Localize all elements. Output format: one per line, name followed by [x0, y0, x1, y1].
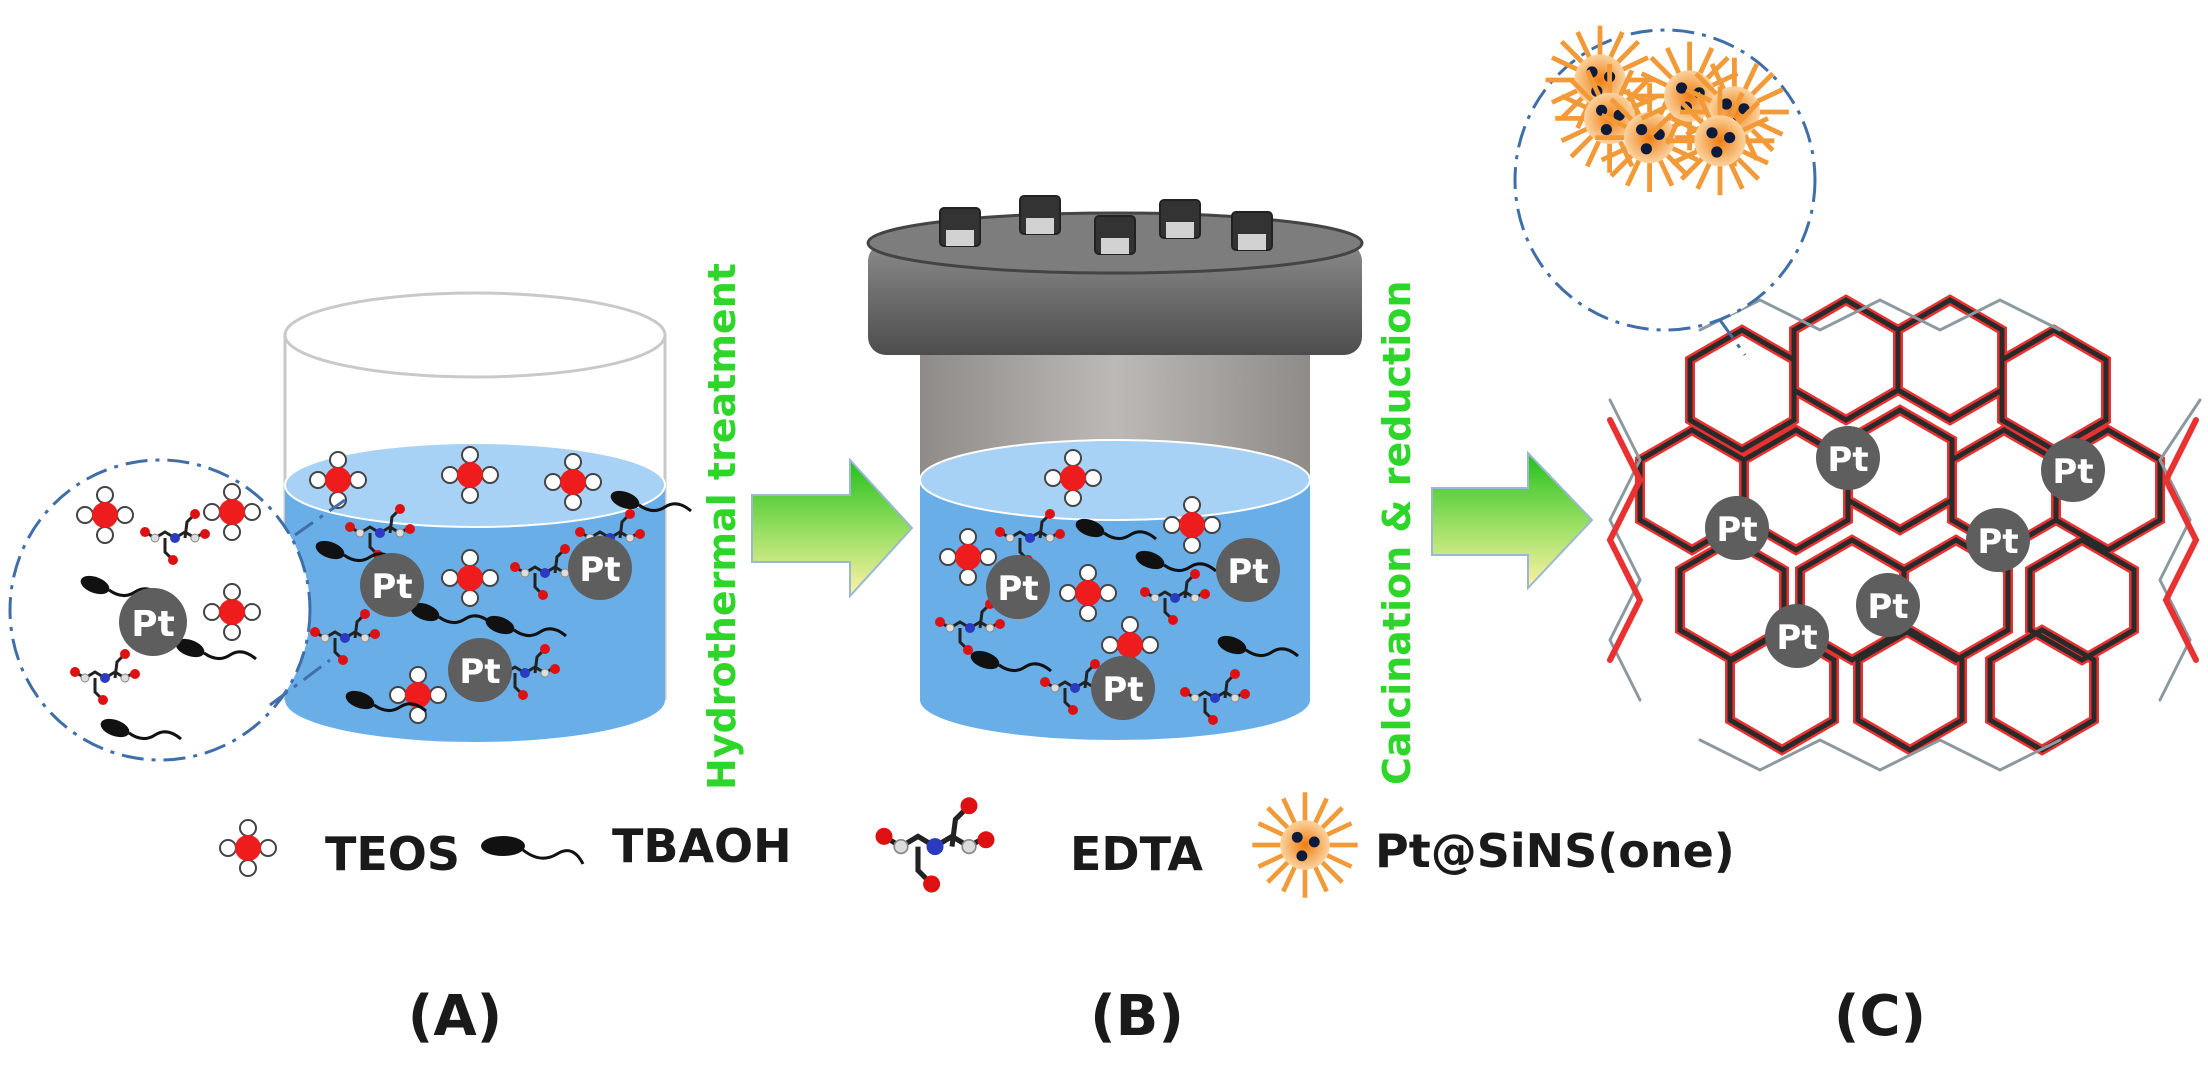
- legend-teos-label: TEOS: [325, 827, 460, 881]
- svg-text:Pt: Pt: [1227, 552, 1268, 592]
- pt-particle: Pt: [1705, 496, 1769, 560]
- zoom-circle-c: [1513, 26, 1817, 356]
- pt-particle: Pt: [360, 553, 424, 617]
- pt-particle: Pt: [1216, 538, 1280, 602]
- beaker-a: [283, 291, 693, 742]
- legend-tbaoh-label: TBAOH: [612, 819, 792, 873]
- svg-text:Pt: Pt: [371, 567, 412, 607]
- legend-edta-icon: [876, 797, 995, 892]
- pt-particle: Pt: [1091, 656, 1155, 720]
- pt-particle: Pt: [986, 555, 1050, 619]
- svg-text:Pt: Pt: [1102, 670, 1143, 710]
- svg-text:Pt: Pt: [1867, 587, 1908, 627]
- pt-particle: Pt: [1856, 573, 1920, 637]
- arrow-right-icon: [1431, 450, 1594, 591]
- zeolite-framework: [1606, 294, 2202, 772]
- pt-particle: Pt: [1966, 508, 2030, 572]
- pt-particle: Pt: [448, 638, 512, 702]
- pt-particle: Pt: [119, 588, 187, 656]
- svg-text:Pt: Pt: [1776, 618, 1817, 658]
- step-label-hydrothermal: Hydrothermal treatment: [700, 263, 744, 790]
- svg-text:Pt: Pt: [2052, 452, 2093, 492]
- svg-text:Pt: Pt: [131, 604, 175, 645]
- legend-product-label: Pt@SiNS(one): [1375, 824, 1735, 878]
- legend-nanosheet-icon: [1252, 792, 1357, 897]
- panel-label-b: (B): [1090, 984, 1184, 1049]
- svg-text:Pt: Pt: [579, 550, 620, 590]
- pt-particle: Pt: [2041, 438, 2105, 502]
- panel-label-c: (C): [1834, 984, 1926, 1049]
- legend: TEOS TBAOH EDTA Pt@SiNS(one): [218, 792, 1735, 897]
- legend-teos-icon: [218, 818, 278, 878]
- legend-tbaoh-icon: [481, 836, 585, 865]
- pt-particle: Pt: [568, 536, 632, 600]
- panel-label-a: (A): [408, 984, 503, 1049]
- step-label-calcination: Calcination & reduction: [1375, 281, 1419, 785]
- legend-edta-label: EDTA: [1070, 827, 1203, 881]
- arrow-right-icon: [751, 457, 914, 599]
- autoclave-b: [866, 195, 1364, 740]
- svg-text:Pt: Pt: [997, 569, 1038, 609]
- svg-text:Pt: Pt: [1977, 522, 2018, 562]
- pt-particle: Pt: [1816, 426, 1880, 490]
- pt-particle: Pt: [1765, 604, 1829, 668]
- svg-text:Pt: Pt: [1827, 440, 1868, 480]
- svg-text:Pt: Pt: [1716, 510, 1757, 550]
- svg-text:Pt: Pt: [459, 652, 500, 692]
